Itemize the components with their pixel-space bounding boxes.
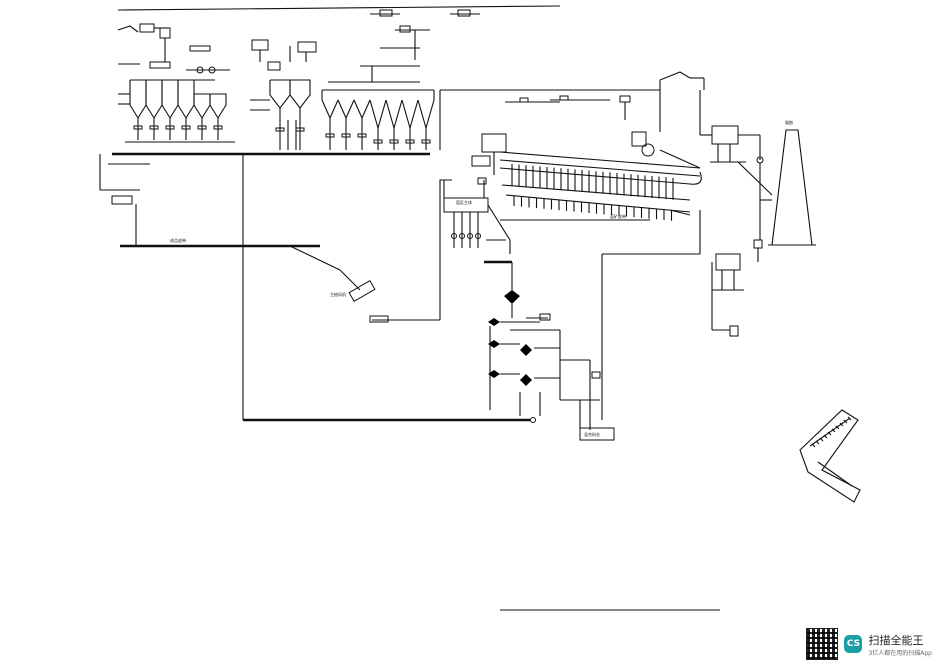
ruler-tick [811,443,816,448]
ruler-tick [819,437,824,442]
fan-label: 主抽风机 [330,291,346,297]
right-bin-group [321,9,480,150]
conveyor-drum [111,195,133,205]
watermark-tagline: 3亿人都在用的扫描App [868,649,932,657]
bottom-bin-label: 混合料仓 [584,431,600,437]
middle-bin-group [250,39,317,150]
scan-ruler-fragment [799,409,861,503]
sintering-strand [471,71,704,213]
watermark-brand: 扫描全能王 [868,633,924,647]
stack-label: 烟囱 [785,119,793,125]
gas-cleaning-unit [699,78,764,337]
ruler-tick [843,419,848,424]
ruler-tick [831,428,836,433]
main-belt-label: 成品皮带 [170,237,186,243]
windbox-legs [511,164,674,200]
bottom-bin-box [579,427,615,441]
top-feeders [505,95,631,120]
mixer-drum [348,279,376,303]
ruler-tick [835,425,840,430]
under-strand-pipes [513,196,673,221]
lower-belt-label: 返矿皮带 [610,213,626,219]
ruler-tick [827,431,832,436]
ruler-tick [815,440,820,445]
qr-code [806,628,839,660]
page-top-edge [117,5,561,11]
camscanner-logo-icon: CS [844,635,863,653]
chimney-stack [737,129,816,246]
ruler-tick [847,416,852,421]
furnace-label: 窑区主体 [456,199,472,205]
left-bin-group [117,23,235,143]
screening-section [488,290,601,430]
scanner-watermark: CS 扫描全能王 3亿人都在用的扫描App [806,628,932,660]
ruler-tick [823,434,828,439]
cyclone-unit [443,177,511,254]
ruler-tick [839,422,844,427]
